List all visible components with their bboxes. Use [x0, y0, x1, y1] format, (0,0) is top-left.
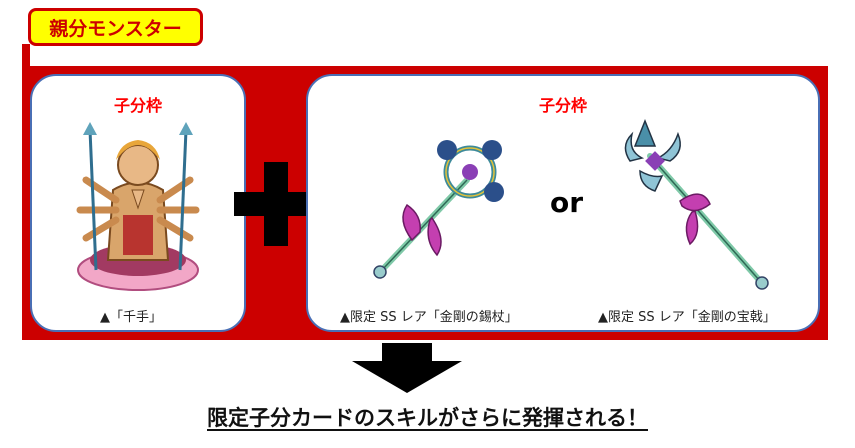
minion-slot-title-left: 子分枠 [113, 96, 162, 115]
parent-monster-label: 親分モンスター [49, 17, 182, 40]
kongo-hogeki-image [624, 118, 769, 290]
minion-slot-card-right: 子分枠 or ▲限定 SS レア「金剛の錫杖」 ▲限定 SS レア「金剛の宝戟」 [306, 74, 820, 332]
result-text: 限定子分カードのスキルがさらに発揮される！ [207, 406, 648, 430]
plus-sign-icon [234, 162, 318, 246]
tag-connector [22, 44, 30, 68]
minion-slot-title-right: 子分枠 [538, 96, 587, 115]
kongo-shakujo-image [373, 140, 504, 279]
senju-monster-image [76, 122, 200, 291]
result-headline: 限定子分カードのスキルがさらに発揮される！ [0, 402, 855, 432]
parent-monster-tag: 親分モンスター [28, 8, 203, 46]
shakujo-caption: ▲限定 SS レア「金剛の錫杖」 [340, 310, 518, 325]
senju-caption: ▲「千手」 [100, 310, 162, 325]
down-arrow-icon [352, 343, 462, 393]
minion-slot-card-left: 子分枠 ▲「千手」 [30, 74, 246, 332]
or-separator: or [550, 186, 584, 219]
hogeki-caption: ▲限定 SS レア「金剛の宝戟」 [598, 310, 776, 325]
